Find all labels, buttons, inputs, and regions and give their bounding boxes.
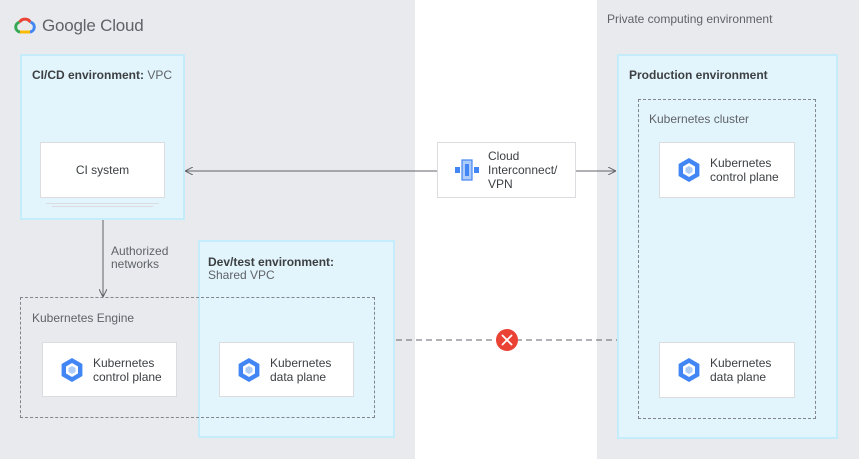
devtest-environment-title: Dev/test environment: [208,255,335,269]
ci-system-card: CI system [40,142,165,198]
kubernetes-hexagon-icon [238,357,260,382]
engine-data-plane-label: Kubernetes data plane [270,356,331,384]
kubernetes-cluster-label: Kubernetes cluster [649,112,750,126]
devtest-environment-panel: Dev/test environment: Shared VPC [198,240,395,438]
cloud-interconnect-icon [455,159,479,181]
production-data-line1: Kubernetes [710,356,772,370]
engine-control-plane-card: Kubernetes control plane [42,342,177,397]
cloud-interconnect-card: Cloud Interconnect/ VPN [437,142,576,198]
blocked-x-icon [496,329,518,351]
kubernetes-hexagon-icon [678,158,700,182]
authorized-networks-label: Authorized networks [111,245,168,271]
authorized-networks-line2: networks [111,257,160,271]
production-data-plane-label: Kubernetes data plane [710,356,771,384]
production-control-plane-label: Kubernetes control plane [710,156,779,184]
production-control-plane-card: Kubernetes control plane [659,142,795,198]
production-data-line2: data plane [710,370,767,384]
production-control-line2: control plane [710,170,779,184]
cicd-title-main: CI/CD environment: [32,68,145,82]
engine-control-line1: Kubernetes [93,355,155,370]
kubernetes-engine-label: Kubernetes Engine [32,311,135,325]
kubernetes-cluster-group: Kubernetes cluster [638,99,816,419]
interconnect-line2: Interconnect/ [488,163,558,177]
kubernetes-engine-group: Kubernetes Engine [20,297,375,418]
engine-data-plane-card: Kubernetes data plane [219,342,354,397]
interconnect-line3: VPN [488,177,513,191]
authorized-networks-line1: Authorized [111,244,169,258]
kubernetes-hexagon-icon [61,357,83,382]
private-environment-title: Private computing environment [607,12,773,26]
production-control-line1: Kubernetes [710,156,772,170]
engine-data-line2: data plane [270,369,327,384]
interconnect-line1: Cloud [488,149,520,163]
engine-control-line2: control plane [93,369,162,384]
production-data-plane-card: Kubernetes data plane [659,342,795,398]
engine-data-line1: Kubernetes [270,355,332,370]
cicd-title-suffix: VPC [147,68,173,82]
cloud-interconnect-label: Cloud Interconnect/ VPN [488,149,557,191]
kubernetes-hexagon-icon [678,358,700,382]
devtest-environment-subtitle: Shared VPC [208,268,275,282]
google-cloud-logo-icon [14,17,36,34]
cicd-environment-title: CI/CD environment: VPC [32,68,172,82]
production-environment-title: Production environment [629,68,768,82]
google-cloud-wordmark: Google Cloud [42,16,144,35]
ci-system-stack-line [52,206,153,207]
ci-system-label: CI system [75,163,130,177]
ci-system-stack-line [46,203,159,204]
google-cloud-logo: Google Cloud [14,16,144,36]
engine-control-plane-label: Kubernetes control plane [93,356,162,384]
